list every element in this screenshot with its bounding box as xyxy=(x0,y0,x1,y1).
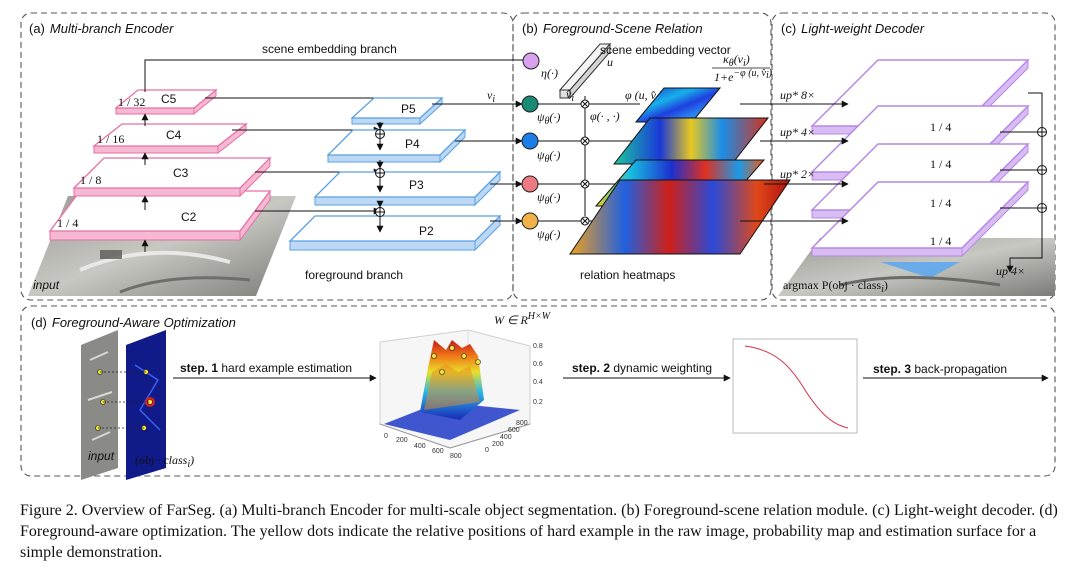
c2-label: C2 xyxy=(181,210,197,224)
surface-y-tick-1: 0 xyxy=(485,447,489,454)
sigmoid-formula: κθ(vi) 1+e−φ (u, v̂i) xyxy=(712,52,773,84)
vi-hat-label: v̂i xyxy=(566,87,574,104)
step2-label: step. 2 dynamic weighting xyxy=(572,361,712,375)
psi-label-1: ψθ(·) xyxy=(537,110,560,127)
panel-b-title: (b)Foreground-Scene Relation xyxy=(522,21,703,36)
c3-label: C3 xyxy=(173,166,189,180)
psi-node-p3 xyxy=(521,175,539,193)
c4-label: C4 xyxy=(166,128,182,142)
encoder-layer-c2 xyxy=(48,189,272,242)
heatmap-level-4 xyxy=(569,179,791,255)
surface-y-tick-5: 800 xyxy=(516,420,528,427)
scene-vector-label: scene embedding vector xyxy=(600,43,731,57)
svg-text:1+e−φ (u, v̂i): 1+e−φ (u, v̂i) xyxy=(714,68,773,84)
surface-x-tick-1: 0 xyxy=(384,433,388,440)
encoder-layer-c3 xyxy=(72,156,272,198)
phi-dot-label: φ(· , ·) xyxy=(590,109,620,123)
c3-scale: 1 / 8 xyxy=(80,173,101,187)
argmax-label: argmax P(obj · classi) xyxy=(783,278,888,295)
panel-d-frame xyxy=(20,305,1056,477)
c2-scale: 1 / 4 xyxy=(57,216,78,230)
scene-embedding-vector xyxy=(558,42,612,100)
opt-input-label: input xyxy=(88,449,115,463)
psi-label-3: ψθ(·) xyxy=(537,190,560,207)
panel-d-title: (d)Foreground-Aware Optimization xyxy=(31,315,236,330)
u-label: u xyxy=(607,55,613,69)
p2-label: P2 xyxy=(419,224,434,238)
c5-label: C5 xyxy=(161,92,177,106)
scene-branch-label: scene embedding branch xyxy=(262,42,397,56)
vi-label: vi xyxy=(487,88,495,105)
encoder-layer-c5 xyxy=(114,88,218,116)
psi-label-4: ψθ(·) xyxy=(537,227,560,244)
panel-c-frame xyxy=(771,12,1056,301)
encoder-layer-p5 xyxy=(350,96,444,126)
surface-y-tick-2: 200 xyxy=(492,441,504,448)
up4-label: up* 4× xyxy=(780,125,815,139)
surface-z-tick-3: 0.6 xyxy=(533,361,543,368)
psi-node-p5 xyxy=(521,95,539,113)
p3-label: P3 xyxy=(409,178,424,192)
encoder-layer-p4 xyxy=(326,128,467,164)
eta-node xyxy=(522,52,540,70)
psi-node-p4 xyxy=(521,132,539,150)
scene-branch-arrow xyxy=(144,56,531,92)
up2-label: up* 2× xyxy=(780,167,815,181)
heatmap-level-2 xyxy=(612,117,770,165)
step3-label: step. 3 back-propagation xyxy=(873,362,1007,376)
dynamic-weighting-curve xyxy=(732,338,858,434)
psi-node-p2 xyxy=(521,212,539,230)
encoder-layer-c4 xyxy=(92,122,248,155)
c5-scale: 1 / 32 xyxy=(118,95,145,109)
quarter-label-1: 1 / 4 xyxy=(930,120,951,134)
lateral-c5-p5 xyxy=(205,97,384,113)
step1-label: step. 1 hard example estimation xyxy=(180,361,352,375)
quarter-label-3: 1 / 4 xyxy=(930,196,951,210)
opt-prob-label: (obj · classi) xyxy=(135,453,194,470)
foreground-branch-label: foreground branch xyxy=(305,268,403,282)
panel-c-title: (c)Light-weight Decoder xyxy=(781,21,925,36)
surface-x-tick-4: 600 xyxy=(432,448,444,455)
surface-y-tick-3: 400 xyxy=(500,434,512,441)
heatmaps-label: relation heatmaps xyxy=(580,268,675,282)
encoder-input-label: input xyxy=(33,278,60,292)
surface-y-tick-4: 600 xyxy=(508,427,520,434)
surface-z-tick-1: 0.2 xyxy=(533,399,543,406)
p4-label: P4 xyxy=(405,137,420,151)
opt-probability-map xyxy=(126,330,166,480)
c4-scale: 1 / 16 xyxy=(97,132,124,146)
encoder-layer-p3 xyxy=(313,170,502,207)
figure-caption: Figure 2. Overview of FarSeg. (a) Multi-… xyxy=(20,502,1058,561)
up4-final-label: up 4× xyxy=(996,264,1025,278)
svg-text:κθ(vi): κθ(vi) xyxy=(723,52,750,69)
w-label: W ∈ RH×W xyxy=(494,311,552,327)
decoder-layer-4 xyxy=(810,180,1030,258)
surface-x-tick-5: 800 xyxy=(450,453,462,460)
psi-label-2: ψθ(·) xyxy=(537,148,560,165)
up8-label: up* 8× xyxy=(780,88,815,102)
panel-a-title: (a)Multi-branch Encoder xyxy=(29,21,174,36)
eta-label: η(·) xyxy=(541,66,558,80)
quarter-label-2: 1 / 4 xyxy=(930,157,951,171)
decoder-sum-chain xyxy=(1000,92,1047,273)
encoder-layer-p2 xyxy=(288,214,502,252)
panel-b-frame xyxy=(512,12,772,301)
surface-x-tick-2: 200 xyxy=(396,437,408,444)
p5-label: P5 xyxy=(401,102,416,116)
surface-z-tick-4: 0.8 xyxy=(533,343,543,350)
surface-z-tick-2: 0.4 xyxy=(533,379,543,386)
quarter-label-4: 1 / 4 xyxy=(930,234,951,248)
hard-example-surface-plot xyxy=(379,329,531,449)
surface-x-tick-3: 400 xyxy=(414,443,426,450)
